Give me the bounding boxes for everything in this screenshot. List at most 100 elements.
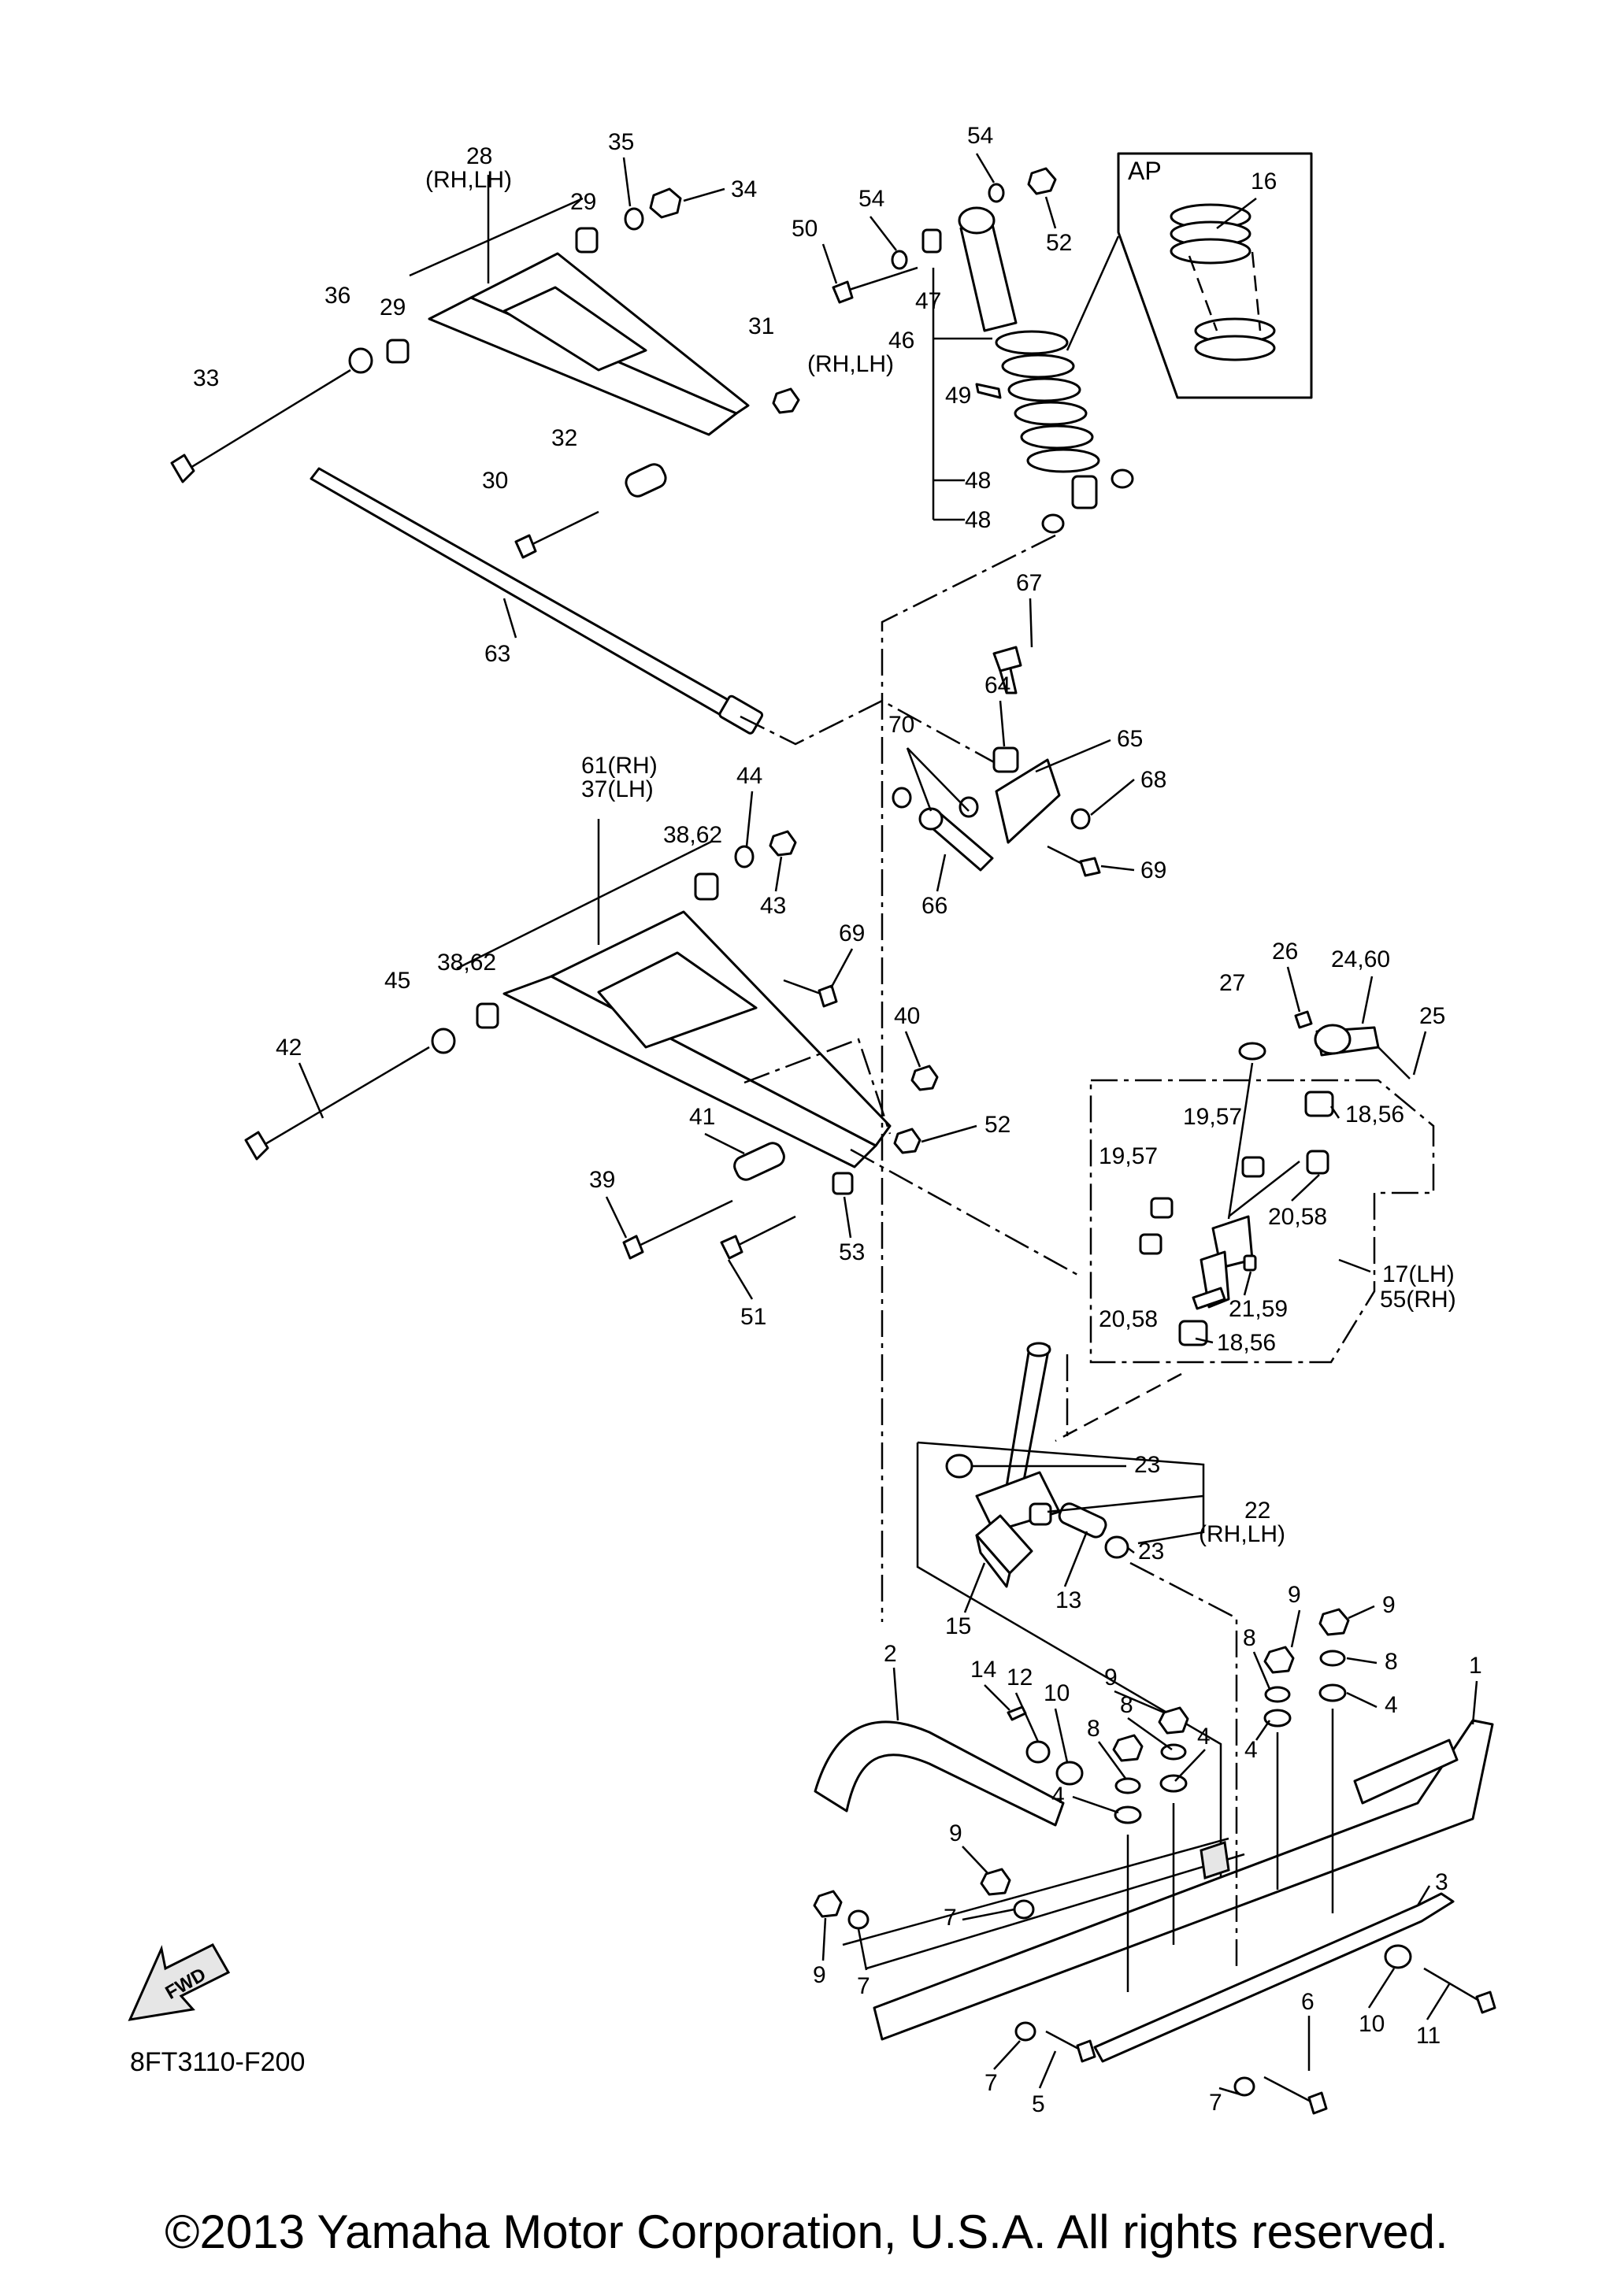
callout-36: 36	[324, 283, 350, 309]
callout-14: 14	[970, 1657, 996, 1683]
callout-22-sub: (RH,LH)	[1199, 1521, 1285, 1547]
callout-22: 22	[1244, 1498, 1270, 1524]
ap-spring-box: AP	[1066, 152, 1313, 399]
callout-69a: 69	[1140, 857, 1166, 883]
callout-19b: 19,57	[1099, 1143, 1158, 1169]
callout-24: 24,60	[1331, 946, 1390, 972]
ski-assembly	[814, 1719, 1494, 2063]
callout-1: 1	[1469, 1653, 1482, 1679]
callout-19a: 19,57	[1183, 1104, 1242, 1130]
callout-3: 3	[1435, 1869, 1448, 1895]
callout-33: 33	[193, 365, 219, 391]
callout-30: 30	[482, 468, 508, 494]
drawing-code: 8FT3110-F200	[130, 2047, 306, 2077]
callout-4b: 4	[1244, 1737, 1258, 1763]
callout-67: 67	[1016, 570, 1042, 596]
callout-48a: 48	[965, 468, 991, 494]
callout-52a: 52	[1046, 230, 1072, 256]
callout-7b: 7	[857, 1973, 870, 1999]
callout-11: 11	[1416, 2023, 1441, 2049]
callout-18a: 18,56	[1345, 1102, 1404, 1128]
callout-7a: 7	[944, 1905, 957, 1931]
callout-9b: 9	[1382, 1592, 1396, 1618]
leader-lines	[298, 153, 1478, 2096]
spindle-ski-bracket	[916, 1342, 1222, 1905]
callout-4c: 4	[1197, 1724, 1211, 1750]
callout-2: 2	[884, 1641, 897, 1667]
callout-64: 64	[984, 672, 1010, 698]
callout-13: 13	[1055, 1587, 1081, 1613]
callout-8b: 8	[1385, 1649, 1398, 1675]
callout-55: 55(RH)	[1380, 1287, 1456, 1313]
callout-54a: 54	[967, 123, 993, 149]
callout-20b: 20,58	[1099, 1306, 1158, 1332]
callout-66: 66	[921, 893, 947, 919]
lower-a-arm-assembly	[244, 819, 939, 1260]
callout-34: 34	[731, 176, 757, 202]
callout-41: 41	[689, 1104, 715, 1130]
callout-65: 65	[1117, 726, 1143, 752]
stabilizer-shaft	[310, 467, 764, 735]
callout-28-sub: (RH,LH)	[425, 167, 512, 193]
callout-18b: 18,56	[1217, 1330, 1276, 1356]
callout-46-sub: (RH,LH)	[807, 351, 894, 377]
callout-12: 12	[1007, 1665, 1033, 1691]
callout-20a: 20,58	[1268, 1204, 1327, 1230]
ap-label: AP	[1128, 157, 1162, 185]
callout-26: 26	[1272, 939, 1298, 965]
callout-17: 17(LH)	[1382, 1261, 1455, 1287]
steering-knuckle-assembly	[1089, 1010, 1435, 1364]
ski-hardware	[813, 1608, 1496, 2115]
callout-4d: 4	[1051, 1783, 1065, 1809]
callout-53: 53	[839, 1239, 865, 1265]
copyright-notice: ©2013 Yamaha Motor Corporation, U.S.A. A…	[165, 2205, 1448, 2258]
callout-63: 63	[484, 641, 510, 667]
callout-48b: 48	[965, 507, 991, 533]
callout-43: 43	[760, 893, 786, 919]
callout-10b: 10	[1359, 2011, 1385, 2037]
callout-61: 61(RH)	[581, 753, 658, 779]
callout-69b: 69	[839, 920, 865, 946]
callout-44: 44	[736, 763, 762, 789]
callout-8a: 8	[1243, 1625, 1256, 1651]
callout-54b: 54	[858, 186, 884, 212]
callout-16: 16	[1251, 168, 1277, 194]
callout-8d: 8	[1087, 1716, 1100, 1742]
callout-49: 49	[945, 383, 971, 409]
callout-46: 46	[888, 328, 914, 354]
callout-7c: 7	[984, 2070, 998, 2096]
callout-38a: 38,62	[663, 822, 722, 848]
callout-29a: 29	[570, 189, 596, 215]
fwd-arrow-icon: FWD	[128, 1943, 231, 2021]
callout-31: 31	[748, 313, 774, 339]
callout-68: 68	[1140, 767, 1166, 793]
callout-5: 5	[1032, 2091, 1045, 2117]
callout-labels: 28 (RH,LH) 35 34 29 29 36 31 33 32 30 63…	[193, 123, 1482, 2117]
callout-35: 35	[608, 129, 634, 155]
callout-29b: 29	[380, 294, 406, 320]
callout-9c: 9	[1104, 1665, 1118, 1691]
callout-7d: 7	[1209, 2090, 1222, 2116]
callout-47: 47	[915, 288, 941, 314]
callout-70: 70	[888, 712, 914, 738]
callout-4a: 4	[1385, 1692, 1398, 1718]
callout-38b: 38,62	[437, 950, 496, 976]
callout-25: 25	[1419, 1003, 1445, 1029]
callout-40: 40	[894, 1003, 920, 1029]
callout-45: 45	[384, 968, 410, 994]
callout-51: 51	[740, 1304, 766, 1330]
callout-23b: 23	[1138, 1539, 1164, 1565]
upper-a-arm-assembly	[170, 175, 800, 559]
callout-21: 21,59	[1229, 1296, 1288, 1322]
callout-52b: 52	[984, 1112, 1010, 1138]
callout-9a: 9	[1288, 1582, 1301, 1608]
callout-6: 6	[1301, 1989, 1315, 2015]
callout-39: 39	[589, 1167, 615, 1193]
callout-27: 27	[1219, 970, 1245, 996]
callout-10a: 10	[1044, 1680, 1070, 1706]
callout-15: 15	[945, 1613, 971, 1639]
callout-32: 32	[551, 425, 577, 451]
callout-9e: 9	[813, 1962, 826, 1988]
callout-50: 50	[792, 216, 818, 242]
